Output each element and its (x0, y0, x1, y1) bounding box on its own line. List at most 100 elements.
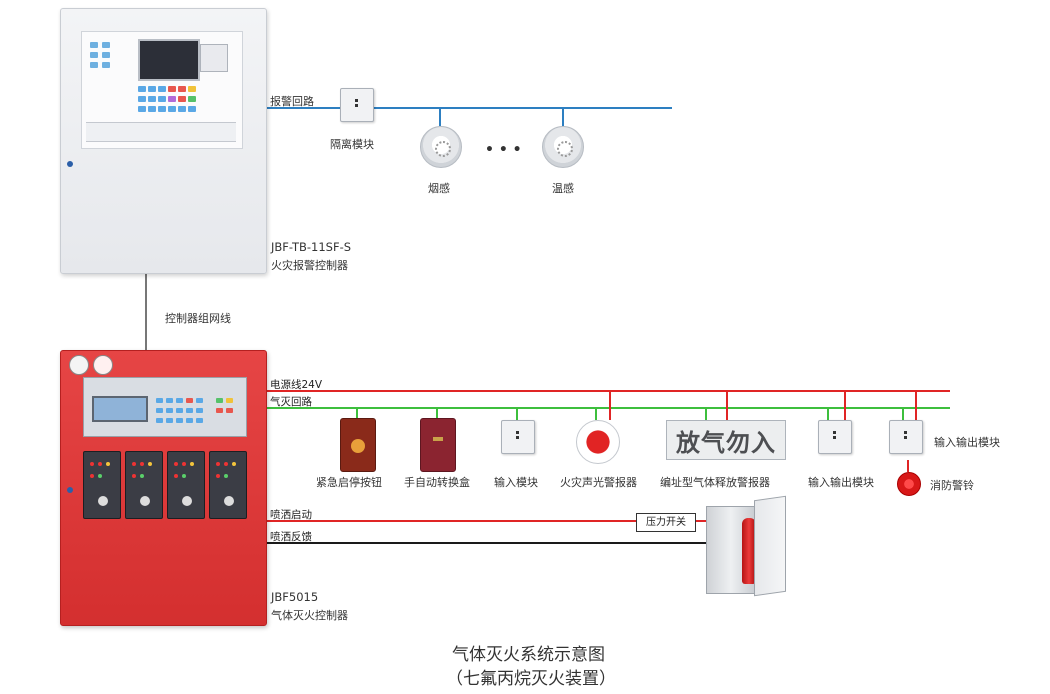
zone-module (125, 451, 163, 519)
key-icon (196, 408, 203, 413)
indicator-icon (102, 62, 110, 68)
sound-light-alarm-icon (576, 420, 620, 464)
diagram-title: 气体灭火系统示意图 (452, 645, 605, 665)
io-module-label-2: 输入输出模块 (934, 436, 1000, 449)
io-module-icon (818, 420, 852, 454)
key-icon (176, 398, 183, 403)
key-icon (196, 398, 203, 403)
siren-bell-icon (897, 472, 921, 496)
alarm-loop-label: 报警回路 (270, 95, 314, 108)
status-led-icon (67, 161, 73, 167)
indicator-strip (86, 122, 236, 142)
key-icon (138, 96, 146, 102)
controller-front-panel (81, 31, 243, 149)
indicator-icon (90, 42, 98, 48)
controller-screen (138, 39, 200, 81)
smoke-detector-label: 烟感 (428, 182, 450, 195)
heat-detector-icon (542, 126, 584, 168)
heptafluoropropane-cylinder-cabinet (706, 495, 788, 597)
diagram-subtitle: （七氟丙烷灭火装置） (446, 669, 616, 689)
printer-icon (200, 44, 228, 72)
key-icon (148, 96, 156, 102)
key-icon (166, 408, 173, 413)
key-icon (178, 86, 186, 92)
indicator-icon (90, 62, 98, 68)
key-icon (158, 96, 166, 102)
fire-controller-name: 火灾报警控制器 (271, 259, 348, 272)
key-icon (188, 106, 196, 112)
key-icon (138, 86, 146, 92)
indicator-icon (226, 398, 233, 403)
release-indicator-label: 编址型气体释放警报器 (660, 476, 770, 489)
fire-controller-model: JBF-TB-11SF-S (271, 240, 352, 254)
zone-modules (83, 451, 247, 519)
cylinder-icon (742, 518, 756, 584)
key-icon (186, 418, 193, 423)
isolation-module-icon (340, 88, 374, 122)
key-icon (178, 106, 186, 112)
key-icon (156, 418, 163, 423)
indicator-icon (90, 52, 98, 58)
network-line-label: 控制器组网线 (165, 312, 231, 325)
indicator-icon (216, 408, 223, 413)
io-module-label-1: 输入输出模块 (808, 476, 874, 489)
spray-start-label: 喷洒启动 (270, 509, 312, 521)
key-icon (168, 96, 176, 102)
key-icon (158, 106, 166, 112)
logo-badge-icon (69, 355, 89, 375)
status-led-icon (67, 487, 73, 493)
zone-module (167, 451, 205, 519)
spray-feedback-label: 喷洒反馈 (270, 531, 312, 543)
lcd-screen (92, 396, 148, 422)
zone-module (83, 451, 121, 519)
indicator-icon (216, 398, 223, 403)
gas-controller-panel (83, 377, 247, 437)
gas-controller-name: 气体灭火控制器 (271, 609, 348, 622)
sound-light-alarm-label: 火灾声光警报器 (560, 476, 637, 489)
manual-auto-switch-icon (420, 418, 456, 472)
manual-auto-switch-label: 手自动转换盒 (404, 476, 470, 489)
key-icon (168, 86, 176, 92)
siren-bell-label: 消防警铃 (930, 479, 974, 492)
key-icon (166, 398, 173, 403)
key-icon (156, 398, 163, 403)
pressure-switch-box: 压力开关 (636, 513, 696, 532)
key-icon (138, 106, 146, 112)
key-icon (188, 96, 196, 102)
key-icon (156, 408, 163, 413)
gas-controller-model: JBF5015 (271, 590, 319, 604)
ellipsis-label: • • • (485, 142, 522, 158)
key-icon (166, 418, 173, 423)
input-module-icon (501, 420, 535, 454)
key-icon (186, 398, 193, 403)
heat-detector-label: 温感 (552, 182, 574, 195)
logo-badge-icon (93, 355, 113, 375)
key-icon (148, 86, 156, 92)
fire-alarm-controller-cabinet (60, 8, 267, 274)
indicator-icon (102, 52, 110, 58)
emergency-stop-button-icon (340, 418, 376, 472)
indicator-icon (226, 408, 233, 413)
key-icon (148, 106, 156, 112)
release-sign-icon: 放气勿入 (666, 420, 786, 460)
key-icon (158, 86, 166, 92)
key-icon (178, 96, 186, 102)
indicator-icon (102, 42, 110, 48)
key-icon (176, 418, 183, 423)
emergency-stop-label: 紧急启停按钮 (316, 476, 382, 489)
cabinet-door (754, 495, 786, 597)
key-icon (188, 86, 196, 92)
io-module-icon (889, 420, 923, 454)
input-module-label: 输入模块 (494, 476, 538, 489)
key-icon (196, 418, 203, 423)
isolation-module-label: 隔离模块 (330, 138, 374, 151)
zone-module (209, 451, 247, 519)
power-24v-label: 电源线24V (270, 379, 323, 391)
smoke-detector-icon (420, 126, 462, 168)
gas-extinguishing-controller-cabinet (60, 350, 267, 626)
key-icon (186, 408, 193, 413)
key-icon (176, 408, 183, 413)
key-icon (168, 106, 176, 112)
gas-loop-label: 气灭回路 (270, 396, 312, 408)
